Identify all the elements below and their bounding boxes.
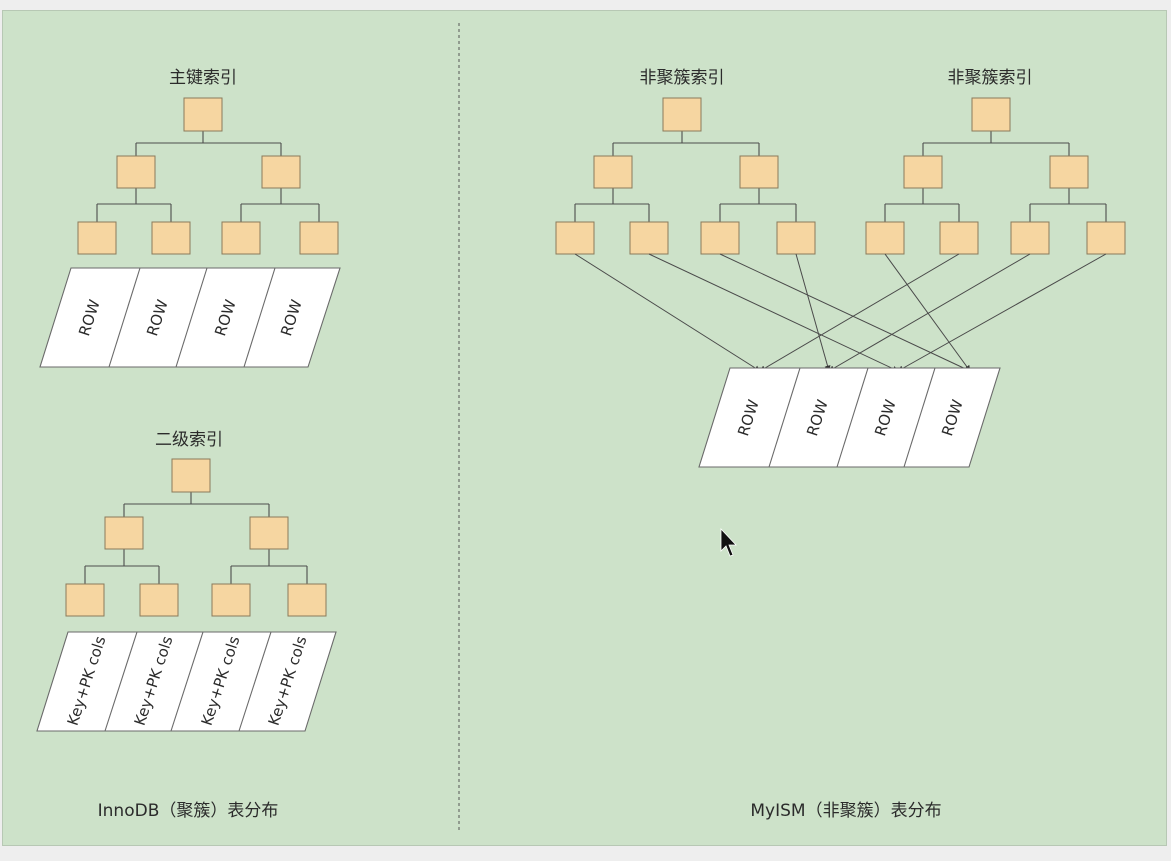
leaf-node xyxy=(139,583,179,617)
diagram-canvas: 主键索引 ROW ROW ROW ROW 二级索引 xyxy=(2,10,1167,846)
pointer-arrow xyxy=(897,253,1107,372)
myisam-row-block: ROW ROW ROW ROW xyxy=(698,367,1001,468)
leaf-node xyxy=(700,221,740,255)
pointer-arrow xyxy=(648,253,899,372)
leaf-node xyxy=(1086,221,1126,255)
pointer-arrow xyxy=(574,253,761,372)
leaf-node xyxy=(939,221,979,255)
leaf-node xyxy=(287,583,327,617)
leaf-node xyxy=(211,583,251,617)
secondary-index-label: 二级索引 xyxy=(155,430,223,450)
nonclustered-index-label-1: 非聚簇索引 xyxy=(640,68,725,88)
leaf-node xyxy=(151,221,191,255)
row-parallelogram xyxy=(698,367,1001,468)
leaf-node xyxy=(865,221,905,255)
tree-node xyxy=(116,155,156,189)
secondary-row-block: Key+PK cols Key+PK cols Key+PK cols Key+… xyxy=(36,631,337,732)
leaf-node xyxy=(776,221,816,255)
pointer-arrow xyxy=(719,253,971,372)
pointer-arrow xyxy=(759,253,960,372)
pointer-arrow xyxy=(795,253,831,372)
primary-index-tree: 主键索引 xyxy=(77,68,339,255)
tree-node xyxy=(183,97,223,132)
leaf-node xyxy=(299,221,339,255)
nonclustered-index-tree-2: 非聚簇索引 xyxy=(865,68,1126,255)
secondary-index-tree: 二级索引 xyxy=(65,430,327,617)
leaf-node xyxy=(555,221,595,255)
tree-node xyxy=(903,155,943,189)
tree-node xyxy=(593,155,633,189)
nonclustered-index-tree-1: 非聚簇索引 xyxy=(555,68,816,255)
pointer-arrow xyxy=(884,253,971,372)
tree-node xyxy=(971,97,1011,132)
tree-node xyxy=(249,516,289,550)
tree-node xyxy=(739,155,779,189)
tree-node xyxy=(1049,155,1089,189)
row-parallelogram xyxy=(39,267,341,368)
tree-node xyxy=(171,458,211,493)
tree-node xyxy=(261,155,301,189)
leaf-node xyxy=(1010,221,1050,255)
leaf-node xyxy=(221,221,261,255)
innodb-caption: InnoDB（聚簇）表分布 xyxy=(98,801,279,821)
index-layout-diagram: 主键索引 ROW ROW ROW ROW 二级索引 xyxy=(36,23,1126,831)
leaf-node xyxy=(65,583,105,617)
pointer-arrow xyxy=(828,253,1031,372)
primary-row-block: ROW ROW ROW ROW xyxy=(39,267,341,368)
myisam-caption: MyISM（非聚簇）表分布 xyxy=(750,801,941,821)
mouse-cursor-icon xyxy=(720,527,737,557)
leaf-to-row-pointers xyxy=(574,253,1107,372)
tree-node xyxy=(662,97,702,132)
leaf-node xyxy=(77,221,117,255)
leaf-node xyxy=(629,221,669,255)
primary-index-label: 主键索引 xyxy=(169,68,237,88)
nonclustered-index-label-2: 非聚簇索引 xyxy=(948,68,1033,88)
tree-node xyxy=(104,516,144,550)
